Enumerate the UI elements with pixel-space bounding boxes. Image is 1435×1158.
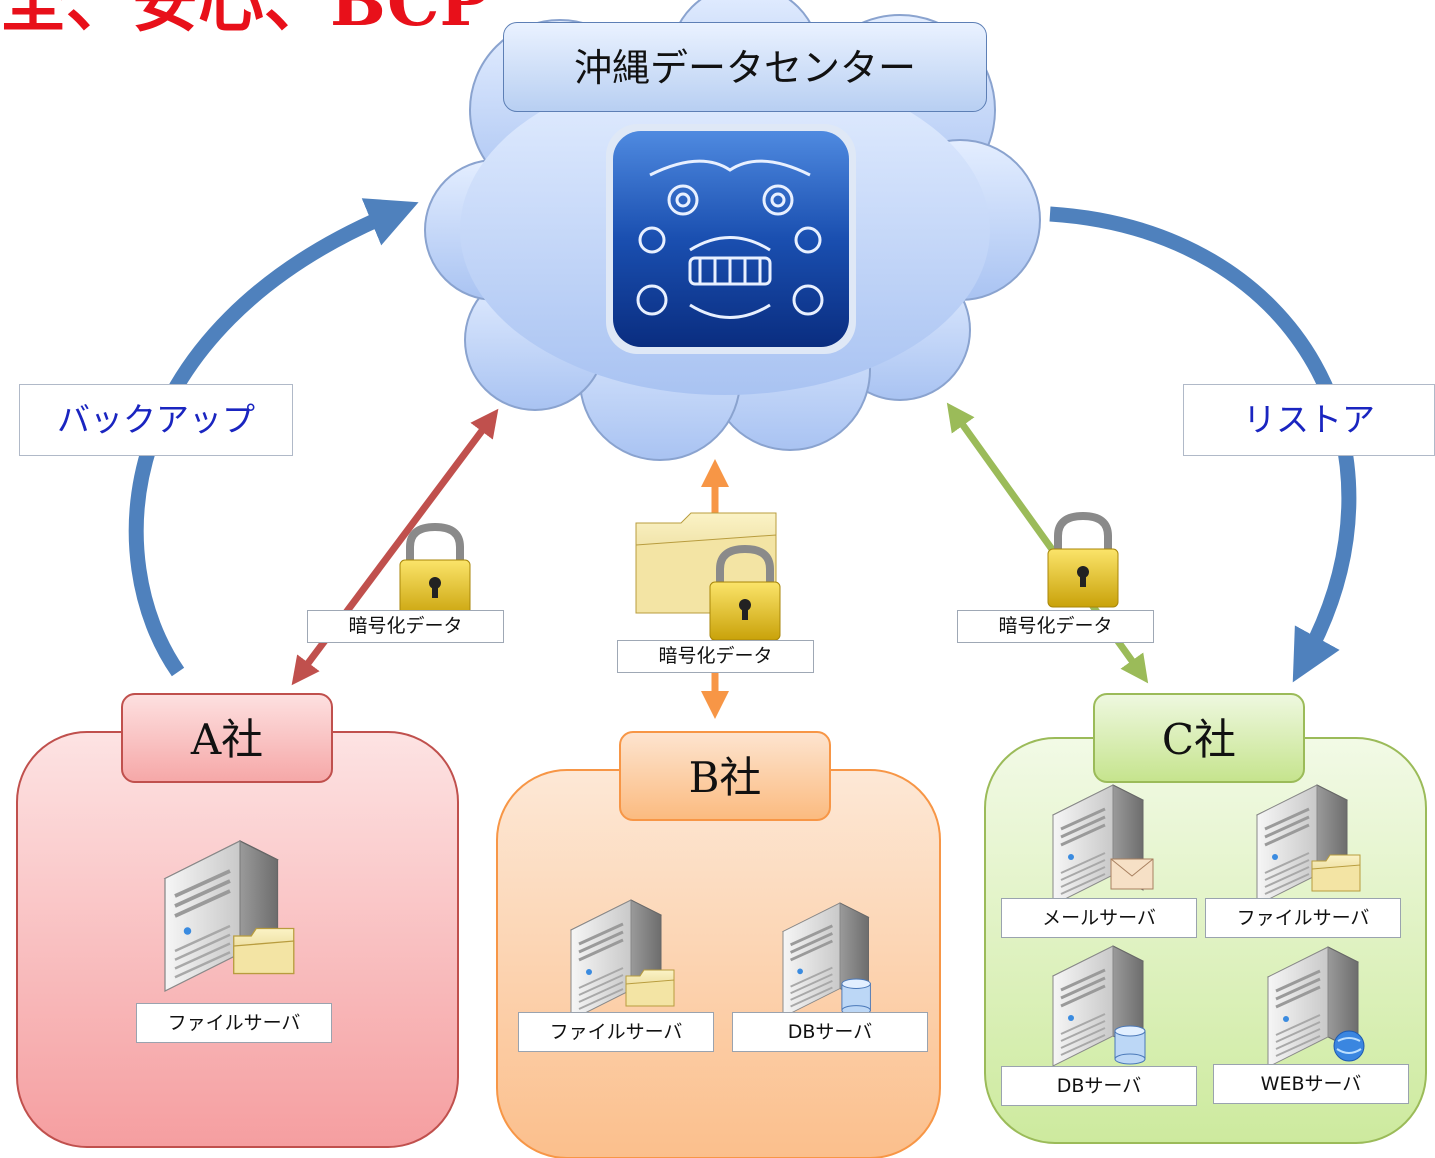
- lock-icon: [709, 544, 781, 641]
- shisa-logo-icon: [606, 124, 856, 354]
- encrypted-data-tag: 暗号化データ: [957, 610, 1154, 643]
- lock-icon: [1047, 511, 1119, 608]
- server-icon: [1051, 784, 1154, 906]
- company-b-name: B社: [619, 731, 831, 821]
- file-server-label: ファイルサーバ: [136, 1003, 332, 1043]
- datacenter-title: 沖縄データセンター: [503, 22, 987, 112]
- headline: 全、安心、BCP: [0, 0, 490, 41]
- lock-icon: [399, 522, 471, 619]
- db-server-label: DBサーバ: [1001, 1066, 1197, 1106]
- restore-arrow: [1049, 206, 1357, 683]
- globe-icon: [1333, 1030, 1365, 1062]
- folder-icon: [233, 927, 295, 975]
- database-icon: [841, 978, 871, 1016]
- encrypted-data-tag: 暗号化データ: [307, 610, 504, 643]
- server-icon: [1255, 784, 1361, 906]
- mail-server-label: メールサーバ: [1001, 898, 1197, 938]
- file-server-label: ファイルサーバ: [1205, 898, 1401, 938]
- restore-label: リストア: [1183, 384, 1435, 456]
- mail-icon: [1110, 858, 1154, 890]
- web-server-label: WEBサーバ: [1213, 1064, 1409, 1104]
- server-icon: [569, 899, 675, 1021]
- company-b-box: [496, 769, 941, 1158]
- folder-icon: [625, 969, 675, 1007]
- server-icon: [781, 902, 871, 1018]
- server-icon: [1266, 946, 1365, 1068]
- db-server-label: DBサーバ: [732, 1012, 928, 1052]
- folder-icon: [1311, 854, 1361, 892]
- file-server-label: ファイルサーバ: [518, 1012, 714, 1052]
- server-icon: [1051, 945, 1146, 1067]
- company-c-name: C社: [1093, 693, 1305, 783]
- company-a-name: A社: [121, 693, 333, 783]
- encrypted-data-tag: 暗号化データ: [617, 640, 814, 673]
- backup-label: バックアップ: [19, 384, 293, 456]
- server-icon: [163, 839, 295, 993]
- database-icon: [1114, 1025, 1146, 1065]
